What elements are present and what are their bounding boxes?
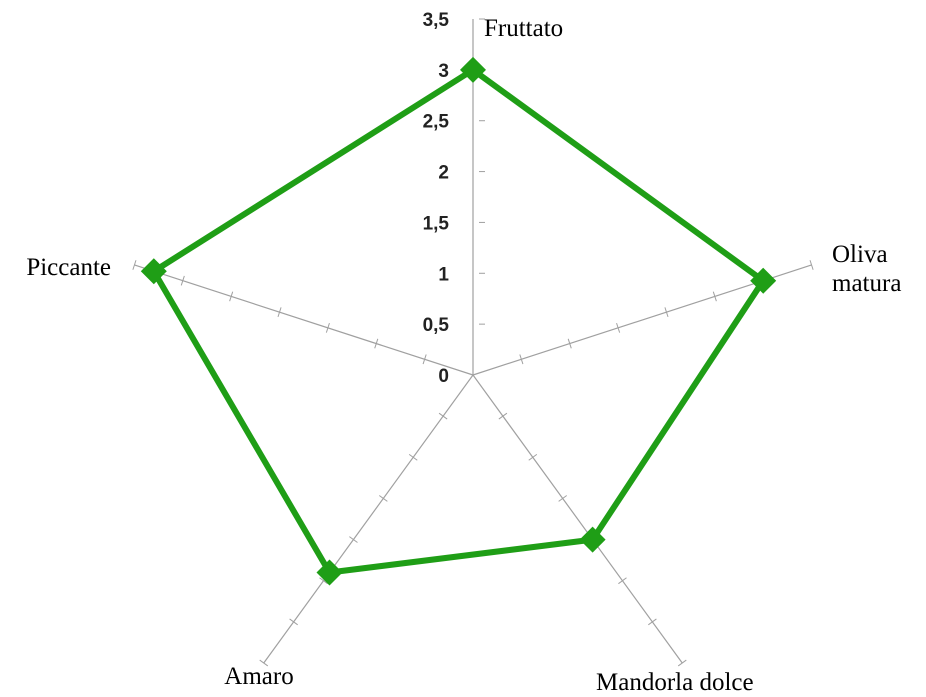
radial-tick-label: 1,5 [423,213,450,234]
series-line-0 [150,66,767,576]
radial-tick-label: 2,5 [423,112,450,133]
category-label-amaro: Amaro [224,663,293,690]
radial-tick-label: 3 [438,61,449,82]
tick-mark-mandorla-dolce [498,412,508,420]
tick-mark-oliva-matura [664,307,669,318]
tick-mark-amaro [319,577,328,585]
tick-mark-oliva-matura [616,322,621,333]
tick-mark-oliva-matura [712,291,717,302]
tick-mark-mandorla-dolce [677,659,687,667]
radial-tick-label: 0 [438,366,449,387]
tick-mark-amaro [438,412,448,420]
tick-mark-oliva-matura [519,354,524,365]
data-point-oliva-matura [750,267,777,294]
category-label-line: matura [832,270,901,297]
tick-mark-mandorla-dolce [558,495,568,502]
tick-mark-amaro [289,618,298,626]
data-point-piccante [140,258,167,285]
data-point-fruttato [460,56,486,83]
radial-tick-label: 1 [438,264,449,285]
radar-axes [134,19,812,664]
radial-tick-label: 0,5 [423,315,450,336]
tick-mark-amaro [408,453,418,461]
data-point-mandorla-dolce [579,526,606,553]
tick-mark-piccante [422,354,427,365]
axis-line-mandorla-dolce [472,374,683,664]
tick-mark-oliva-matura [809,260,814,270]
category-label-mandorla-dolce: Mandorla dolce [596,669,754,696]
category-label-line: Oliva [832,241,888,268]
axis-line-amaro [263,374,474,664]
tick-mark-piccante [277,307,282,318]
axis-line-piccante [134,264,474,376]
radial-tick-label: 2 [438,163,449,184]
tick-mark-amaro [349,536,358,543]
tick-mark-piccante [325,322,330,333]
data-point-amaro [316,559,343,586]
tick-mark-mandorla-dolce [648,618,657,626]
tick-mark-piccante [180,275,185,286]
radial-tick-label: 3,5 [423,10,450,31]
tick-mark-amaro [378,495,388,502]
tick-mark-oliva-matura [567,338,572,349]
tick-mark-mandorla-dolce [618,577,627,585]
radial-tick-labels: 0 0,5 1 1,5 2 2,5 3 3,5 [423,10,450,387]
tick-mark-piccante [229,291,234,302]
radar-series [140,56,777,586]
tick-mark-mandorla-dolce [528,453,538,461]
category-label-fruttato: Fruttato [484,15,563,42]
category-label-piccante: Piccante [26,254,111,281]
tick-mark-piccante [374,338,379,349]
tick-mark-amaro [259,659,269,667]
tick-mark-piccante [132,260,137,270]
